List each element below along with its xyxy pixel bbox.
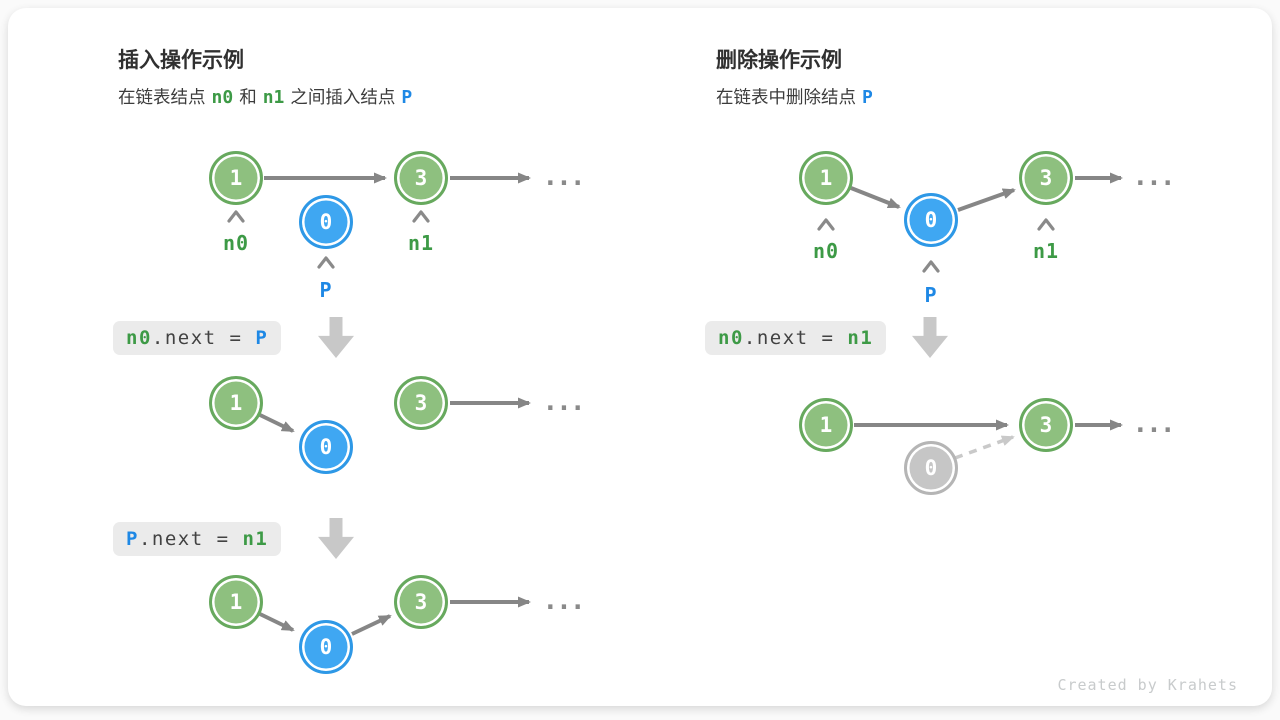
ellipsis: ... <box>1132 162 1176 192</box>
node-3: 3 <box>394 575 448 629</box>
code-n0-next-equals-n1: n0.next = n1 <box>705 321 887 355</box>
ellipsis: ... <box>1132 409 1176 439</box>
node-1: 1 <box>209 151 263 205</box>
label-n0: n0 <box>812 239 840 263</box>
code-p-next-equals-n1: P.next = n1 <box>113 522 282 556</box>
node-0-removed: 0 <box>904 441 958 495</box>
node-1: 1 <box>799 151 853 205</box>
code-mid: .next = <box>743 327 848 349</box>
node-0: 0 <box>299 420 353 474</box>
node-0: 0 <box>299 195 353 249</box>
node-3: 3 <box>1019 398 1073 452</box>
subtitle-ref-n1: n1 <box>262 87 285 108</box>
subtitle-text: 在链表中删除结点 <box>716 87 856 107</box>
node-1: 1 <box>799 398 853 452</box>
code-mid: .next = <box>138 528 243 550</box>
label-n0: n0 <box>222 231 250 255</box>
code-rhs: n1 <box>242 528 269 550</box>
figure-card <box>8 8 1272 706</box>
subtitle-text: 在链表结点 <box>118 87 206 107</box>
node-0: 0 <box>299 620 353 674</box>
label-n1: n1 <box>1032 239 1060 263</box>
node-3: 3 <box>394 151 448 205</box>
label-p: P <box>319 278 333 302</box>
delete-panel-subtitle: 在链表中删除结点 P <box>716 84 879 109</box>
delete-panel-title: 删除操作示例 <box>716 49 842 72</box>
subtitle-ref-p: P <box>862 87 873 108</box>
code-lhs: n0 <box>126 327 152 349</box>
subtitle-text: 和 <box>239 87 257 107</box>
subtitle-ref-p: P <box>401 87 413 108</box>
node-3: 3 <box>1019 151 1073 205</box>
code-n0-next-equals-p: n0.next = P <box>113 321 282 355</box>
insert-panel-title: 插入操作示例 <box>118 49 244 72</box>
watermark: Created by Krahets <box>1057 676 1238 694</box>
subtitle-ref-n0: n0 <box>211 87 234 108</box>
node-0: 0 <box>904 193 958 247</box>
subtitle-text: 之间插入结点 <box>290 87 396 107</box>
code-mid: .next = <box>151 327 256 349</box>
node-3: 3 <box>394 376 448 430</box>
ellipsis: ... <box>542 387 586 417</box>
node-1: 1 <box>209 376 263 430</box>
code-lhs: n0 <box>718 327 744 349</box>
label-n1: n1 <box>407 231 435 255</box>
label-p: P <box>924 283 938 307</box>
code-lhs: P <box>126 528 139 550</box>
ellipsis: ... <box>542 162 586 192</box>
node-1: 1 <box>209 575 263 629</box>
code-rhs: n1 <box>847 327 874 349</box>
ellipsis: ... <box>542 586 586 616</box>
code-rhs: P <box>255 327 269 349</box>
